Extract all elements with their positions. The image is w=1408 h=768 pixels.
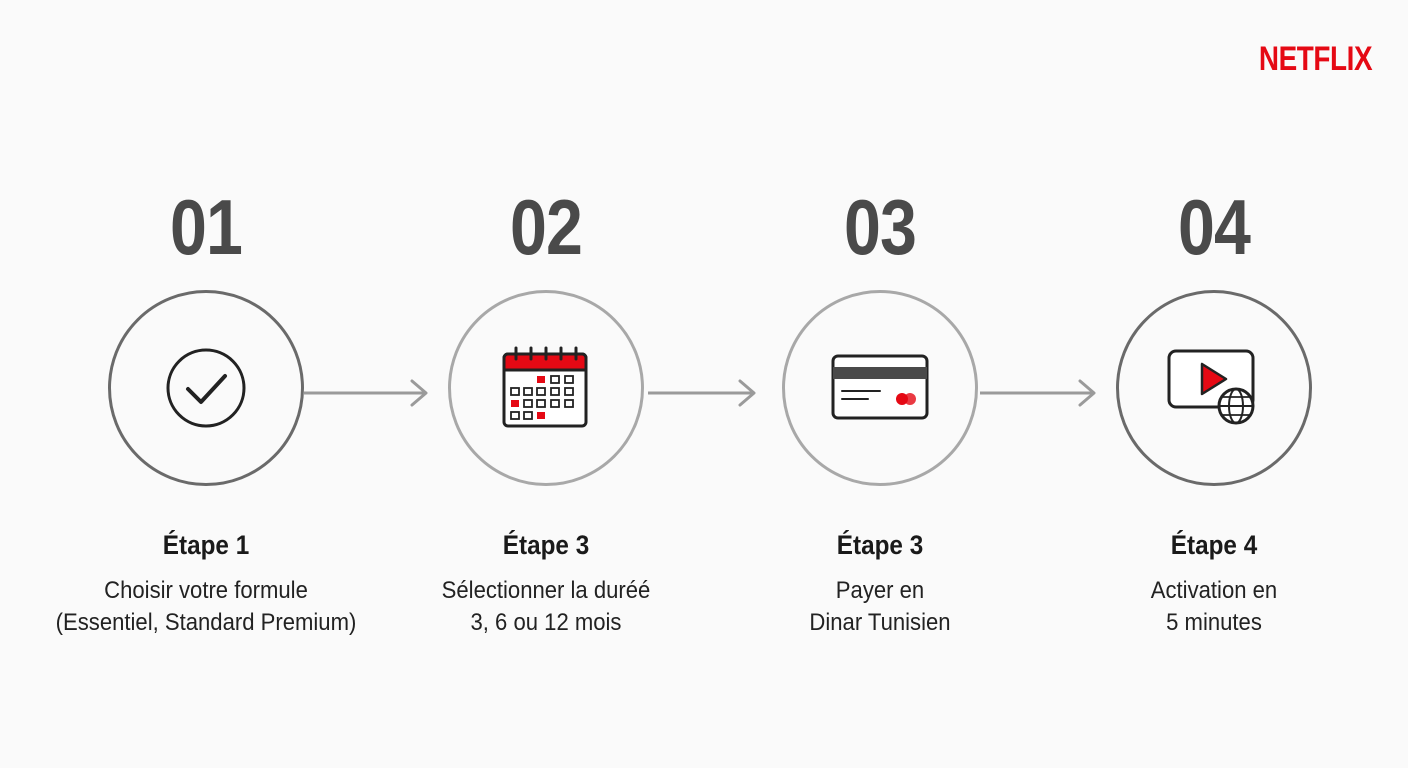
step-number: 01 [169,183,243,271]
step-1-circle [108,290,304,486]
step-description: Choisir votre formule (Essentiel, Standa… [55,577,357,636]
step-description: Sélectionner la duréé 3, 6 ou 12 mois [441,577,651,636]
credit-card-icon [831,354,929,420]
checkmark-icon [166,348,246,428]
step-description: Payer en Dinar Tunisien [809,577,951,636]
netflix-logo: NETFLIX [1258,40,1373,78]
video-globe-icon [1167,349,1255,425]
step-title: Étape 3 [502,530,590,560]
step-title: Étape 4 [1170,530,1258,560]
step-description: Activation en 5 minutes [1150,577,1278,636]
step-title: Étape 3 [836,530,924,560]
step-number: 02 [509,183,583,271]
step-3-circle [782,290,978,486]
arrow-connector-1 [304,379,428,407]
step-title: Étape 1 [162,530,250,560]
arrow-connector-3 [980,379,1096,407]
step-4-circle [1116,290,1312,486]
arrow-connector-2 [648,379,756,407]
step-2-circle [448,290,644,486]
calendar-icon [502,346,588,428]
step-number: 04 [1177,183,1251,271]
step-number: 03 [843,183,917,271]
